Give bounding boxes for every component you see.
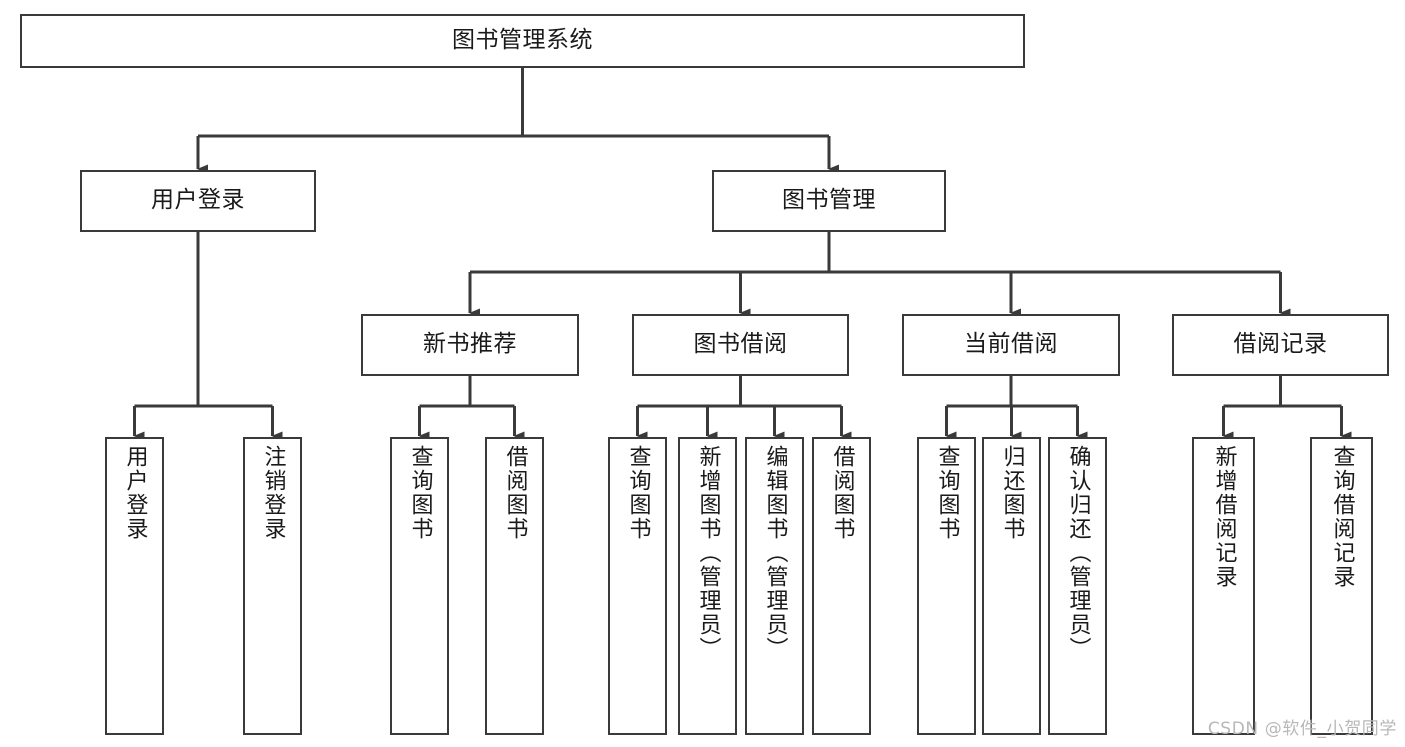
node-label: 注销登录 — [260, 445, 286, 541]
node-label: 借阅记录 — [1233, 331, 1328, 358]
node-l-re-add[interactable]: 新增借阅记录 — [1192, 437, 1255, 735]
node-label: 查询借阅记录 — [1329, 445, 1355, 589]
node-current[interactable]: 当前借阅 — [902, 314, 1120, 376]
node-l-cu-query[interactable]: 查询图书 — [917, 437, 976, 735]
node-label: 借阅图书 — [502, 445, 528, 541]
node-label: 确认归还（管理员） — [1065, 445, 1091, 661]
node-l-userlogin[interactable]: 用户登录 — [105, 437, 164, 735]
node-label: 用户登录 — [122, 445, 148, 541]
node-borrow[interactable]: 图书借阅 — [632, 314, 849, 376]
node-login[interactable]: 用户登录 — [80, 170, 316, 232]
watermark-label: CSDN @软件_小贺同学 — [1207, 719, 1397, 739]
node-l-nb-borrow[interactable]: 借阅图书 — [485, 437, 544, 735]
node-label: 查询图书 — [625, 445, 651, 541]
node-l-cu-confirm[interactable]: 确认归还（管理员） — [1048, 437, 1107, 735]
node-label: 查询图书 — [934, 445, 960, 541]
node-label: 用户登录 — [151, 187, 245, 214]
node-root[interactable]: 图书管理系统 — [20, 14, 1025, 68]
node-l-bo-borrow[interactable]: 借阅图书 — [812, 437, 871, 735]
node-bookmgmt[interactable]: 图书管理 — [712, 170, 946, 232]
node-label: 新增借阅记录 — [1211, 445, 1237, 589]
node-label: 图书管理 — [782, 187, 876, 214]
node-records[interactable]: 借阅记录 — [1172, 314, 1389, 376]
node-label: 新增图书（管理员） — [695, 445, 721, 661]
node-label: 图书借阅 — [693, 331, 788, 358]
node-label: 归还图书 — [999, 445, 1025, 541]
node-l-bo-edit[interactable]: 编辑图书（管理员） — [745, 437, 804, 735]
node-label: 借阅图书 — [829, 445, 855, 541]
node-l-nb-query[interactable]: 查询图书 — [390, 437, 449, 735]
node-l-bo-query[interactable]: 查询图书 — [608, 437, 667, 735]
node-label: 当前借阅 — [964, 331, 1058, 358]
node-l-logout[interactable]: 注销登录 — [243, 437, 302, 735]
node-label: 查询图书 — [407, 445, 433, 541]
node-l-re-query[interactable]: 查询借阅记录 — [1310, 437, 1373, 735]
node-label: 图书管理系统 — [452, 27, 593, 54]
edge-group — [133, 68, 1352, 441]
node-l-bo-add[interactable]: 新增图书（管理员） — [678, 437, 737, 735]
node-label: 编辑图书（管理员） — [762, 445, 788, 661]
node-l-cu-return[interactable]: 归还图书 — [982, 437, 1041, 735]
node-label: 新书推荐 — [423, 331, 517, 358]
node-newbook[interactable]: 新书推荐 — [361, 314, 579, 376]
